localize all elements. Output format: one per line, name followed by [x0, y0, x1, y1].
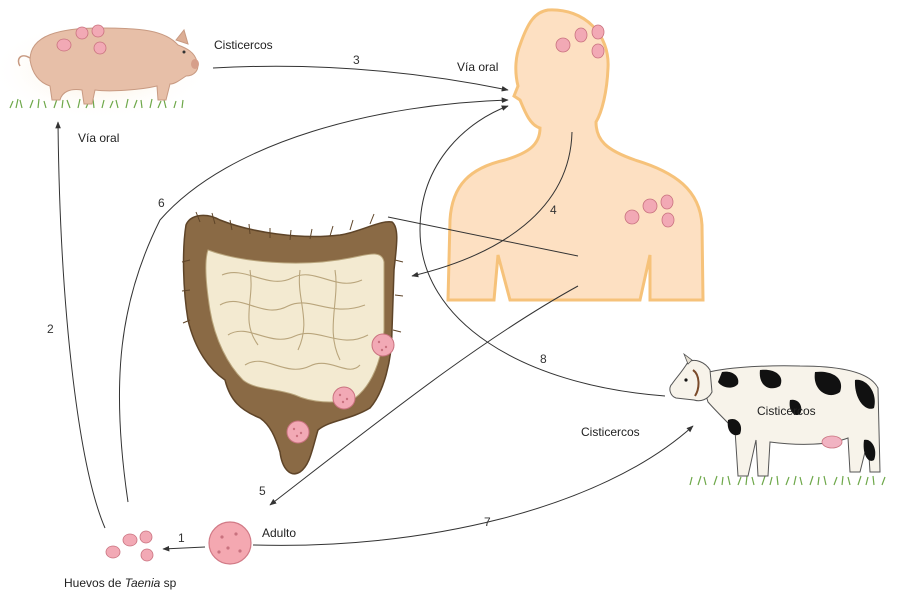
human-oral-route-label: Vía oral — [457, 60, 498, 74]
pig-illustration — [0, 20, 210, 120]
step-7-label: 7 — [484, 515, 491, 529]
eggs-caption: Huevos de Taenia sp — [64, 576, 176, 590]
step-8-label: 8 — [540, 352, 547, 366]
step-1-label: 1 — [178, 531, 185, 545]
grass-under-cow — [690, 476, 885, 485]
adult-label: Adulto — [262, 526, 296, 540]
adult-worm — [209, 522, 251, 564]
step-3-label: 3 — [353, 53, 360, 67]
arrow-7 — [253, 426, 693, 545]
step-6-label: 6 — [158, 196, 165, 210]
human-body — [448, 10, 703, 300]
step-4-label: 4 — [550, 203, 557, 217]
human-silhouette — [448, 10, 703, 300]
cow-cysticerci-inside-label: Cisticercos — [757, 404, 816, 418]
cow-head — [670, 360, 712, 400]
pig-cysticerci-label: Cisticercos — [214, 38, 273, 52]
cow-illustration — [670, 354, 885, 485]
eggs-caption-prefix: Huevos de — [64, 576, 121, 590]
taenia-eggs — [106, 531, 153, 561]
step-2-label: 2 — [47, 322, 54, 336]
eggs-caption-suffix: sp — [164, 576, 177, 590]
eggs-caption-genus: Taenia — [125, 576, 161, 590]
pig-oral-route-label: Vía oral — [78, 131, 119, 145]
cow-cysticerci-label: Cisticercos — [581, 425, 640, 439]
step-5-label: 5 — [259, 484, 266, 498]
arrow-2 — [58, 122, 105, 528]
arrow-1 — [163, 547, 205, 549]
intestine-illustration — [182, 212, 403, 474]
